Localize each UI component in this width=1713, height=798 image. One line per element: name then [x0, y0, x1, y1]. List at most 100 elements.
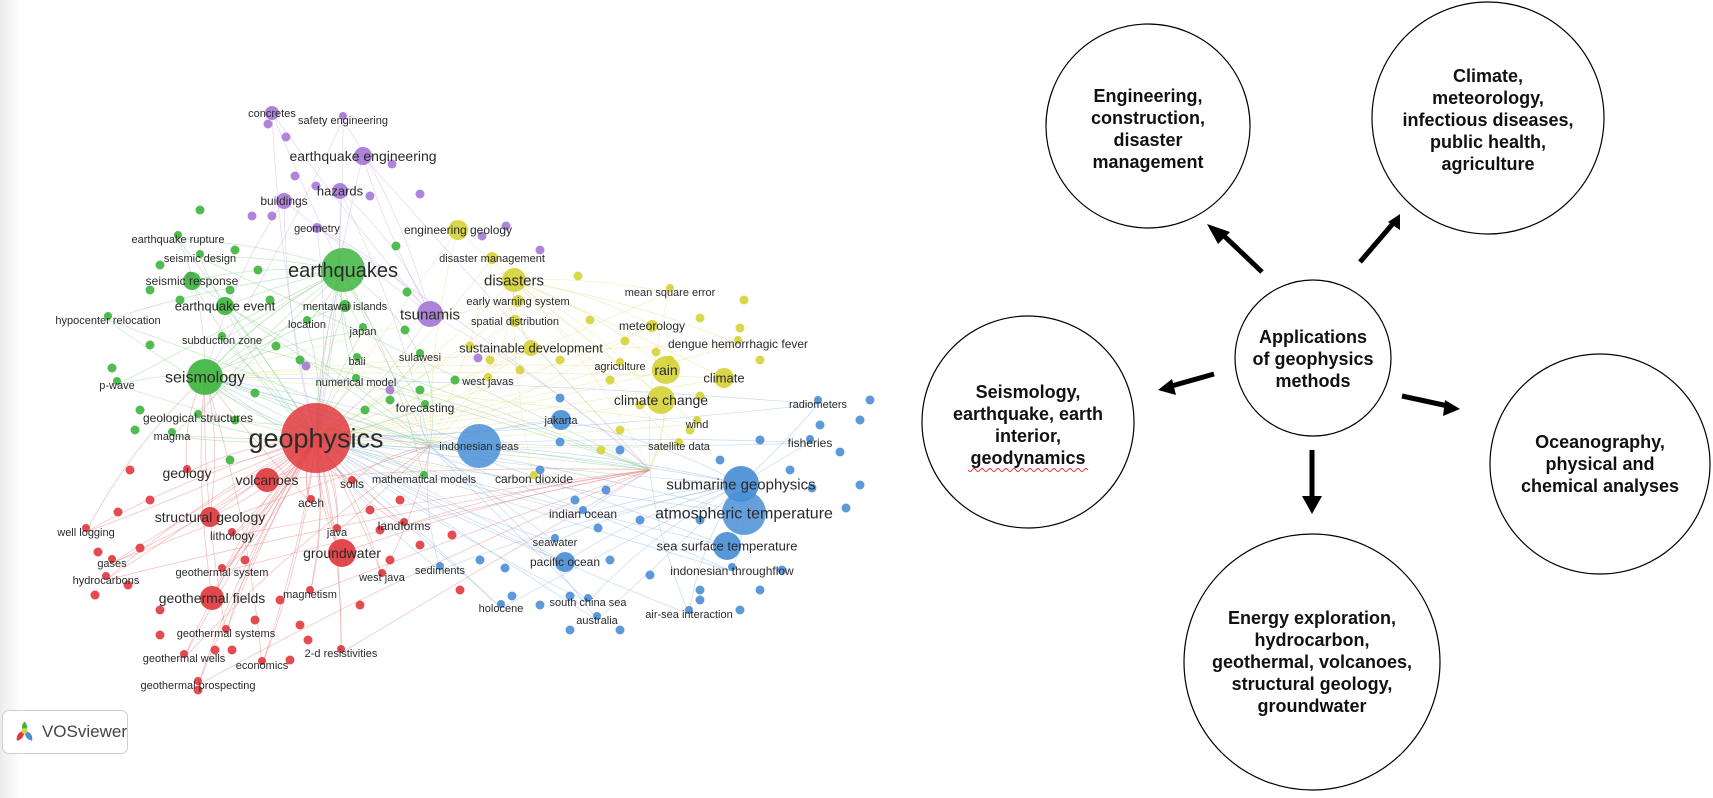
network-node: [523, 340, 539, 356]
network-node-minor: [755, 585, 765, 595]
network-node-minor: [596, 445, 606, 455]
network-node-label: west javas: [461, 376, 514, 388]
network-node-minor: [450, 375, 460, 385]
arrow-to-climate: [1358, 218, 1398, 264]
network-node-label: sediments: [415, 565, 466, 577]
network-node-label: satellite data: [648, 441, 711, 453]
network-node: [436, 562, 444, 570]
network-node: [276, 193, 292, 209]
network-node-label: radiometers: [789, 399, 848, 411]
vosviewer-label: VOSviewer: [41, 722, 127, 741]
network-node-minor: [155, 260, 165, 270]
network-node-minor: [555, 393, 565, 403]
network-edge: [315, 437, 733, 572]
network-node-label: disasters: [484, 272, 544, 289]
network-node: [512, 295, 524, 307]
network-node-label: geothermal wells: [143, 653, 226, 665]
network-node: [218, 332, 226, 340]
network-edge: [315, 437, 584, 515]
network-node-minor: [605, 375, 615, 385]
network-node: [584, 594, 592, 602]
network-node-minor: [415, 189, 425, 199]
network-node-label: concretes: [248, 108, 296, 120]
network-edge: [316, 227, 431, 315]
network-node-minor: [385, 395, 395, 405]
network-node-minor: [645, 570, 655, 580]
network-node-minor: [807, 483, 817, 493]
network-node-label: seismic design: [164, 253, 236, 265]
network-node-minor: [739, 295, 749, 305]
network-node-label: mathematical models: [372, 474, 476, 486]
network-node-minor: [615, 445, 625, 455]
network-node-label: groundwater: [303, 545, 381, 561]
network-node-minor: [565, 625, 575, 635]
network-node-minor: [570, 495, 580, 505]
network-node-minor: [210, 645, 220, 655]
network-edge: [342, 119, 431, 315]
network-node: [593, 612, 601, 620]
network-node-minor: [135, 405, 145, 415]
network-node: [400, 518, 408, 526]
network-edge: [204, 376, 216, 518]
network-node: [102, 572, 110, 580]
network-node-label: indian ocean: [549, 507, 617, 521]
network-node-minor: [465, 341, 475, 351]
network-edge: [513, 279, 739, 345]
network-node: [421, 400, 429, 408]
network-node-label: earthquake event: [175, 299, 276, 314]
network-node: [174, 231, 182, 239]
network-node-minor: [145, 285, 155, 295]
network-edge: [554, 483, 742, 543]
network-node-minor: [535, 245, 545, 255]
network-edge: [513, 279, 725, 379]
network-node-label: geothermal prospecting: [141, 680, 256, 692]
network-node-minor: [107, 363, 117, 373]
network-edge: [204, 300, 519, 378]
network-node: [194, 410, 202, 418]
network-node-minor: [385, 385, 395, 395]
network-edge: [315, 437, 728, 547]
circle-energy: Energy exploration,hydrocarbon,geotherma…: [1183, 533, 1441, 791]
network-edge: [111, 445, 431, 564]
network-node: [484, 373, 492, 381]
network-node-minor: [402, 287, 412, 297]
network-node: [265, 106, 279, 120]
network-node-minor: [815, 420, 825, 430]
network-node-label: geophysics: [248, 423, 383, 453]
network-node-minor: [355, 600, 365, 610]
network-edge: [315, 437, 811, 447]
arrows: [1167, 218, 1449, 498]
network-edge: [560, 419, 742, 485]
network-node-minor: [651, 347, 661, 357]
network-node-label: p-wave: [99, 380, 134, 392]
vosviewer-badge[interactable]: VOSviewer: [2, 710, 128, 754]
network-edge: [649, 445, 680, 471]
network-node-label: sustainable development: [459, 341, 603, 356]
network-node-label: hypocenter relocation: [55, 315, 160, 327]
arrow-to-oceanography: [1401, 393, 1449, 409]
network-node: [348, 476, 356, 484]
network-node-label: submarine geophysics: [666, 476, 815, 493]
network-node-minor: [303, 635, 313, 645]
network-node-label: landforms: [378, 519, 431, 533]
network-node-label: engineering geology: [404, 223, 512, 237]
network-node-minor: [295, 620, 305, 630]
network-node-minor: [265, 295, 275, 305]
network-node: [722, 491, 766, 535]
arrowhead-climate: [1388, 214, 1400, 230]
spellcheck-underline: [967, 468, 1089, 472]
network-edge: [204, 376, 698, 425]
network-node: [108, 555, 116, 563]
network-node-label: holocene: [479, 603, 524, 615]
network-edge: [500, 483, 742, 609]
network-node: [180, 650, 188, 658]
network-node-minor: [247, 211, 257, 221]
network-edge: [204, 376, 263, 666]
network-node-minor: [281, 132, 291, 142]
network-node-label: atmospheric temperature: [655, 506, 833, 523]
network-node-minor: [227, 645, 237, 655]
network-node-label: hazards: [317, 184, 364, 199]
network-node: [183, 465, 191, 473]
